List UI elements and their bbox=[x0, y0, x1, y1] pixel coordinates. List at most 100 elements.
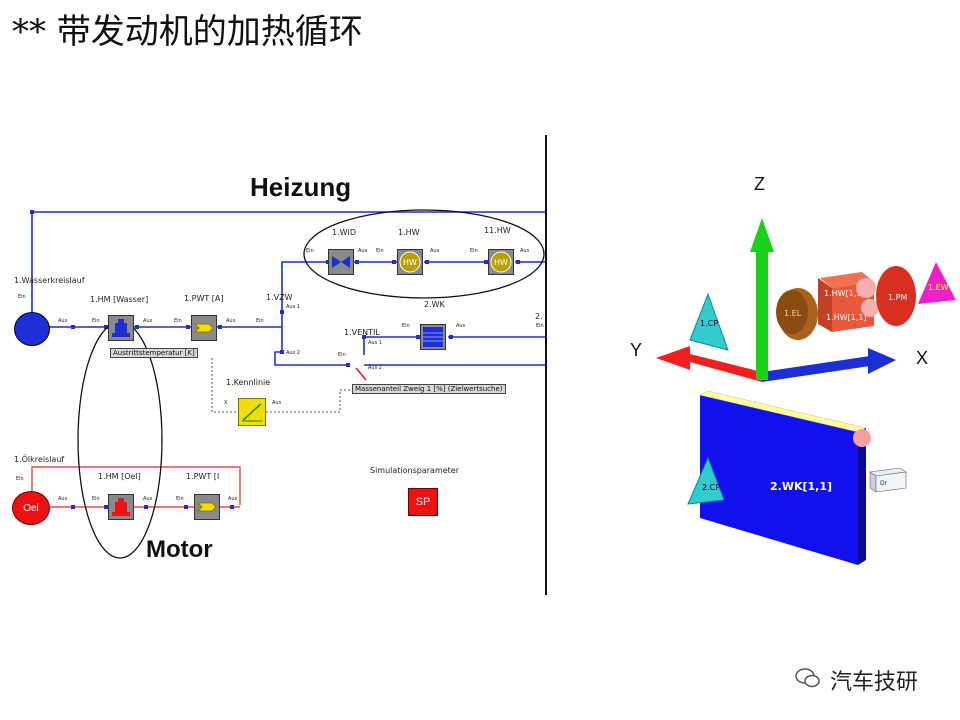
hw-box-label: 1.HW[1,1] bbox=[824, 289, 865, 298]
axis-z-arrow bbox=[750, 218, 774, 380]
ew-label: 1.EW bbox=[928, 283, 949, 292]
port-aus: Aus bbox=[430, 248, 440, 254]
axis-x-arrow bbox=[762, 348, 896, 382]
engine-icon bbox=[112, 319, 130, 337]
port-ein: Ein bbox=[338, 352, 346, 358]
port-aus1: Aus 1 bbox=[286, 304, 300, 310]
heat-exchanger-icon bbox=[197, 502, 217, 512]
port-ein: Ein bbox=[92, 496, 100, 502]
sp-button[interactable]: SP bbox=[408, 488, 438, 516]
pwt-b-block[interactable] bbox=[194, 494, 220, 520]
axis-y-arrow bbox=[656, 346, 762, 382]
port-ein: Ein bbox=[174, 318, 182, 324]
curve-icon bbox=[242, 403, 262, 422]
engine-icon bbox=[112, 498, 130, 516]
cp2-label: 2.CP bbox=[702, 483, 720, 492]
port-ein: Ein bbox=[16, 476, 24, 482]
label-hm-oel: 1.HM [Oel] bbox=[98, 472, 141, 481]
hw-box-label-2: 1.HW[1,1] bbox=[826, 313, 867, 322]
label-hw11: 11.HW bbox=[484, 226, 511, 235]
signal-kennlinie bbox=[266, 389, 352, 413]
small-box[interactable]: Dr bbox=[869, 467, 907, 493]
cp1-label: 1.CP bbox=[700, 319, 718, 328]
small-box-label: Dr bbox=[880, 480, 888, 487]
label-wid: 1.WID bbox=[332, 228, 357, 237]
label-hm-wasser: 1.HM [Wasser] bbox=[90, 295, 149, 304]
pipe-vzw-down bbox=[274, 327, 350, 366]
port-aus: Aus bbox=[143, 318, 153, 324]
pm-label: 1.PM bbox=[888, 293, 907, 302]
valve-symbol bbox=[355, 367, 367, 381]
heater-icon: HW bbox=[399, 251, 421, 273]
port-ein: Ein bbox=[176, 496, 184, 502]
port-aus: Aus bbox=[358, 248, 368, 254]
port-aus: Aus bbox=[58, 318, 68, 324]
radiator-icon bbox=[423, 327, 443, 347]
pwt-a-block[interactable] bbox=[191, 315, 217, 341]
port-ein: Ein bbox=[376, 248, 384, 254]
port-ein: Ein bbox=[92, 318, 100, 324]
sp-label: SP bbox=[415, 496, 431, 508]
label-pwt-a: 1.PWT [A] bbox=[184, 294, 224, 303]
wid-block[interactable] bbox=[328, 249, 354, 275]
label-hw1: 1.HW bbox=[398, 228, 420, 237]
label-pwt-b: 1.PWT [I bbox=[186, 472, 220, 481]
port-aus: Aus bbox=[272, 400, 282, 406]
port-aus: Aus bbox=[226, 318, 236, 324]
pink-sphere bbox=[853, 429, 871, 447]
motor-label: Motor bbox=[146, 536, 213, 563]
port-ein: Ein bbox=[306, 248, 314, 254]
heizung-ellipse bbox=[303, 209, 545, 299]
oel-node-label: Oel bbox=[23, 502, 39, 514]
wk-panel-label: 2.WK[1,1] bbox=[770, 480, 832, 493]
port-aus: Aus bbox=[228, 496, 238, 502]
port-aus: Aus bbox=[143, 496, 153, 502]
axis-y-label: Y bbox=[630, 340, 643, 360]
watermark-text: 汽车技研 bbox=[830, 670, 919, 695]
port-aus2: Aus 2 bbox=[368, 365, 382, 371]
wk2-block[interactable] bbox=[420, 324, 446, 350]
port-right-edge: Ein bbox=[536, 323, 544, 329]
pipe-oil-top bbox=[31, 466, 241, 505]
wasser-source-node[interactable] bbox=[14, 312, 50, 346]
label-ventil: 1.VENTIL bbox=[344, 328, 380, 337]
cp2-marker[interactable]: 2.CP bbox=[687, 456, 725, 505]
el-label: 1.EL bbox=[784, 309, 802, 318]
port-aus: Aus bbox=[58, 496, 68, 502]
el-cylinder[interactable]: 1.EL bbox=[776, 288, 818, 340]
cp1-marker[interactable]: 1.CP bbox=[689, 292, 729, 351]
heizung-label: Heizung bbox=[250, 172, 352, 202]
heater-icon-text: HW bbox=[494, 258, 508, 267]
ew-marker[interactable]: 1.EW bbox=[918, 262, 956, 304]
port-ein: Ein bbox=[256, 318, 264, 324]
port-ein: Ein bbox=[470, 248, 478, 254]
hw1-block[interactable]: HW bbox=[397, 249, 423, 275]
label-wk2: 2.WK bbox=[424, 300, 445, 309]
slide-title: ** 带发动机的加热循环 bbox=[12, 12, 363, 52]
heater-icon: HW bbox=[490, 251, 512, 273]
tooltip-massanteil: Massenanteil Zweig 1 [%] (Zielwertsuche) bbox=[352, 384, 506, 394]
hm-wasser-block[interactable] bbox=[108, 315, 134, 341]
pm-disc[interactable]: 1.PM bbox=[876, 266, 916, 326]
label-oelkreislauf: 1.Ölkreislauf bbox=[14, 455, 65, 464]
port-aus: Aus bbox=[456, 323, 466, 329]
hm-oel-block[interactable] bbox=[108, 494, 134, 520]
port-aus1: Aus 1 bbox=[368, 340, 382, 346]
oel-source-node[interactable]: Oel bbox=[12, 491, 50, 525]
heat-exchanger-icon bbox=[194, 323, 214, 333]
axis-x-label: X bbox=[916, 348, 929, 368]
hw11-block[interactable]: HW bbox=[488, 249, 514, 275]
label-kennlinie: 1.Kennlinie bbox=[226, 378, 271, 387]
kennlinie-block[interactable] bbox=[238, 398, 266, 426]
pump-icon bbox=[332, 256, 350, 268]
label-wasserkreislauf: 1.Wasserkreislauf bbox=[14, 276, 85, 285]
label-sim-param: Simulationsparameter bbox=[370, 466, 460, 475]
port-aus: Aus bbox=[520, 248, 530, 254]
tooltip-austritt: Austrittstemperatur [K] bbox=[110, 348, 198, 358]
wk-panel[interactable]: 2.WK[1,1] bbox=[699, 390, 867, 565]
port-aus2: Aus 2 bbox=[286, 350, 300, 356]
axis-z-label: Z bbox=[754, 174, 765, 194]
wechat-icon bbox=[795, 668, 820, 688]
